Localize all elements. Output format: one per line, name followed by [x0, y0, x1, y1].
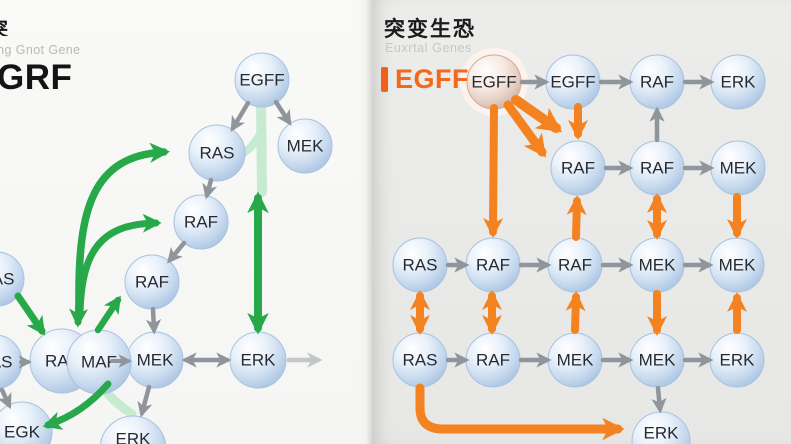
node-mek: MEK	[709, 237, 765, 293]
clipped-cjk-glyph: 突	[0, 14, 10, 36]
svg-text:EGFF: EGFF	[550, 73, 595, 92]
right-panel-title: 突变生恐	[384, 18, 476, 41]
edge-orange	[483, 104, 504, 238]
node-erk: ERK	[229, 331, 287, 389]
edge-green	[42, 380, 112, 430]
node-egff: EGFF	[234, 52, 290, 108]
svg-text:ERK: ERK	[721, 73, 757, 92]
node-ras: RAS	[188, 124, 246, 182]
node-egff: EGFF	[545, 54, 601, 110]
svg-text:ERK: ERK	[644, 424, 680, 443]
svg-text:RAS: RAS	[200, 144, 235, 163]
edge-orange	[511, 95, 563, 133]
node-mek: MEK	[629, 332, 685, 388]
left-pathway-panel: EGFFRASMEKRAFRAFMEKERKRAFMAFRASRASEGKERK…	[0, 0, 370, 444]
edge-green	[14, 292, 46, 336]
node-maf: MAF	[66, 329, 132, 395]
node-erk: ERK	[710, 54, 766, 110]
svg-text:RAS: RAS	[0, 270, 14, 289]
node-egk: EGK	[0, 401, 53, 444]
node-raf: RAF	[547, 237, 603, 293]
node-mek: MEK	[629, 237, 685, 293]
node-raf: RAF	[173, 194, 229, 250]
edge-grey	[137, 384, 153, 418]
edge-green	[94, 295, 122, 334]
node-raf: RAF	[550, 140, 606, 196]
node-erk: ERK	[99, 415, 167, 444]
svg-text:MEK: MEK	[557, 351, 595, 370]
node-egff: EGFF	[460, 48, 528, 116]
node-mek: MEK	[547, 332, 603, 388]
svg-text:MEK: MEK	[639, 256, 677, 275]
svg-text:MEK: MEK	[639, 351, 677, 370]
svg-text:EGFF: EGFF	[239, 71, 284, 90]
svg-text:RAF: RAF	[640, 73, 674, 92]
node-erk: ERK	[631, 411, 691, 444]
svg-text:ERK: ERK	[720, 351, 756, 370]
edge-orange	[566, 195, 587, 241]
svg-text:RAF: RAF	[561, 159, 595, 178]
svg-text:MEK: MEK	[719, 256, 757, 275]
svg-text:ERK: ERK	[241, 351, 277, 370]
left-pathway-diagram: EGFFRASMEKRAFRAFMEKERKRAFMAFRASRASEGKERK	[0, 52, 333, 444]
svg-text:EGFF: EGFF	[471, 73, 516, 92]
svg-text:RAS: RAS	[403, 351, 438, 370]
edge-green	[76, 213, 162, 316]
left-panel-subtitle: ing Gnot Gene	[0, 43, 81, 57]
node-raf: RAF	[629, 54, 685, 110]
left-panel-title: GRF	[0, 58, 73, 97]
svg-text:ERK: ERK	[116, 430, 152, 444]
edge-green	[75, 142, 171, 306]
svg-text:MEK: MEK	[720, 159, 758, 178]
edge-orange	[415, 383, 625, 441]
edge-orange	[503, 100, 547, 158]
edge-grey	[230, 100, 251, 132]
svg-text:RAS: RAS	[403, 256, 438, 275]
edge-grey	[273, 99, 292, 126]
svg-text:RAF: RAF	[640, 159, 674, 178]
node-raf: RAF	[465, 237, 521, 293]
tag-label: EGFF	[395, 64, 469, 94]
node-erk: ERK	[709, 332, 765, 388]
edge-grey	[167, 240, 187, 264]
svg-text:RAF: RAF	[476, 256, 510, 275]
node-mek: MEK	[277, 118, 333, 174]
svg-text:RAS: RAS	[0, 353, 12, 372]
svg-text:RAF: RAF	[558, 256, 592, 275]
svg-text:RAF: RAF	[184, 213, 218, 232]
node-raf: RAF	[124, 254, 180, 310]
node-ras: RAS	[392, 237, 448, 293]
edge-grey	[202, 177, 218, 200]
edge-grey	[651, 385, 667, 414]
edge-grey	[0, 387, 12, 410]
node-raf: RAF	[465, 332, 521, 388]
tag-accent-bar	[381, 67, 388, 92]
node-mek: MEK	[126, 331, 184, 389]
edge-grey	[145, 306, 162, 335]
svg-text:MEK: MEK	[137, 351, 175, 370]
edge-orange	[565, 291, 586, 334]
right-panel-subtitle: Euxrtal Genes	[385, 41, 473, 55]
svg-text:EGK: EGK	[4, 423, 41, 442]
edge-palegreen	[256, 95, 267, 197]
node-ras: RAS	[0, 334, 23, 390]
node-ras: RAS	[392, 332, 448, 388]
svg-text:RAF: RAF	[476, 351, 510, 370]
svg-text:MAF: MAF	[81, 353, 117, 372]
node-ras: RAS	[0, 251, 25, 307]
svg-text:RAF: RAF	[135, 273, 169, 292]
highlighted-gene-tag: EGFF	[381, 64, 469, 95]
node-mek: MEK	[710, 140, 766, 196]
svg-text:MEK: MEK	[287, 137, 325, 156]
node-raf: RAF	[629, 140, 685, 196]
edge-green	[69, 292, 88, 328]
